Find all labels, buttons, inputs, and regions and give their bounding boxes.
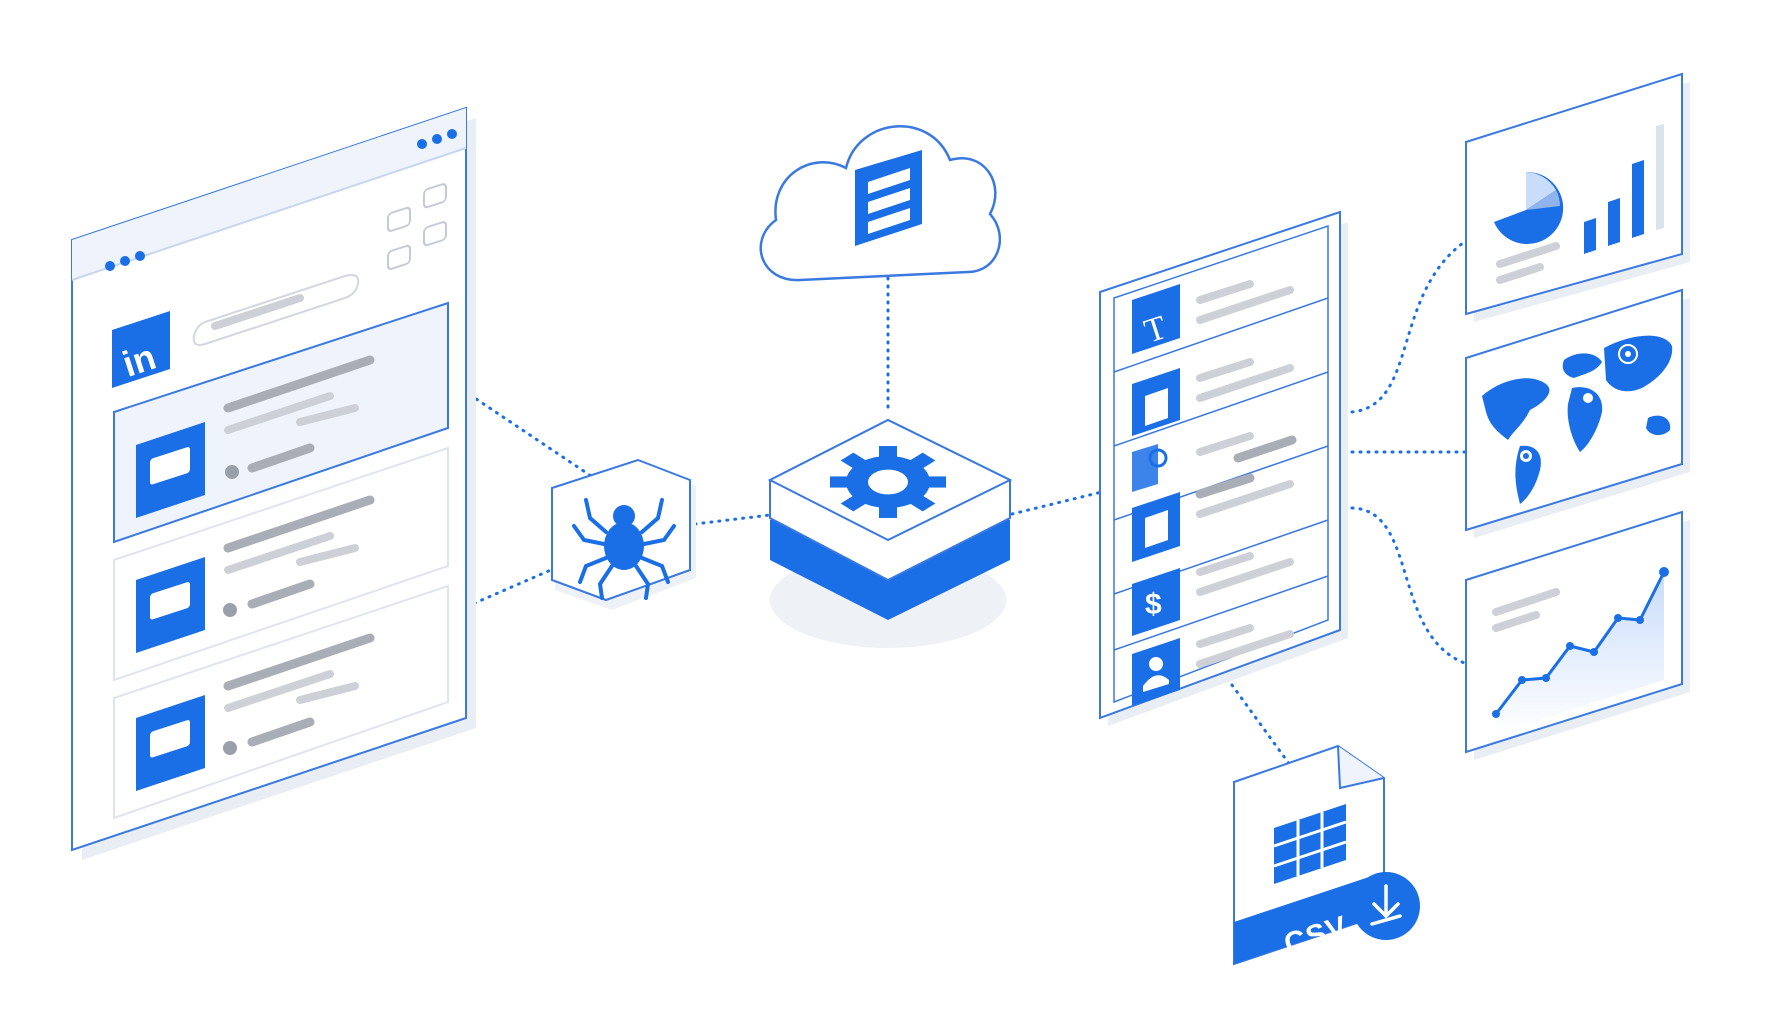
server-icon bbox=[855, 150, 922, 246]
toolbar-icons bbox=[387, 183, 447, 270]
connector-fields-chart bbox=[1350, 236, 1472, 414]
cloud-storage-node bbox=[759, 125, 1001, 282]
job-title-placeholder bbox=[223, 495, 375, 553]
connector-card2-spider bbox=[443, 564, 562, 618]
connector-fields-csv bbox=[1230, 683, 1292, 767]
text-field-icon: T bbox=[1132, 284, 1180, 354]
scraper-node bbox=[551, 458, 696, 610]
extracted-fields-panel: T $ bbox=[1099, 210, 1348, 726]
spreadsheet-icon bbox=[1273, 804, 1347, 884]
world-map-icon bbox=[1482, 335, 1673, 504]
pie-chart-icon bbox=[1494, 171, 1564, 244]
svg-text:$: $ bbox=[1145, 588, 1162, 621]
download-icon[interactable] bbox=[1352, 872, 1420, 940]
window-dots-right bbox=[417, 129, 457, 149]
map-pins bbox=[1520, 344, 1638, 462]
job-title-placeholder bbox=[223, 633, 375, 691]
dollar-icon: $ bbox=[1132, 568, 1180, 636]
location-icon bbox=[225, 465, 239, 479]
salary-icon bbox=[223, 603, 237, 617]
salary-icon bbox=[223, 741, 237, 755]
search-bar[interactable] bbox=[192, 274, 360, 346]
document-icon bbox=[1132, 492, 1180, 562]
briefcase-icon bbox=[136, 695, 205, 791]
browser-window: in bbox=[71, 106, 476, 860]
bar-chart-icon bbox=[1584, 124, 1664, 254]
linkedin-logo-icon: in bbox=[112, 311, 170, 388]
job-card-1[interactable] bbox=[113, 301, 449, 544]
connector-fields-trend bbox=[1350, 506, 1472, 667]
job-card-2[interactable] bbox=[113, 446, 449, 682]
person-icon bbox=[1132, 638, 1180, 706]
job-title-placeholder bbox=[223, 355, 375, 413]
company-placeholder bbox=[224, 670, 334, 712]
trend-chart-card bbox=[1465, 510, 1690, 760]
job-card-3[interactable] bbox=[113, 584, 449, 820]
analytics-chart-card bbox=[1465, 72, 1690, 322]
window-dots-left bbox=[105, 251, 145, 271]
gear-icon bbox=[830, 446, 946, 518]
processor-node bbox=[767, 418, 1013, 648]
briefcase-icon bbox=[136, 557, 205, 653]
spider-icon bbox=[572, 498, 676, 600]
briefcase-icon bbox=[136, 422, 205, 518]
csv-file[interactable]: CSV bbox=[1233, 744, 1420, 966]
field-value-placeholders bbox=[1195, 280, 1297, 668]
connector-gear-fields bbox=[1010, 488, 1112, 516]
company-placeholder bbox=[224, 392, 334, 434]
line-chart-icon bbox=[1492, 567, 1669, 734]
location-pin-icon bbox=[1132, 444, 1168, 492]
company-placeholder bbox=[224, 532, 334, 574]
building-icon bbox=[1132, 368, 1180, 436]
world-map-card bbox=[1465, 288, 1690, 538]
connector-spider-gear bbox=[693, 513, 772, 526]
